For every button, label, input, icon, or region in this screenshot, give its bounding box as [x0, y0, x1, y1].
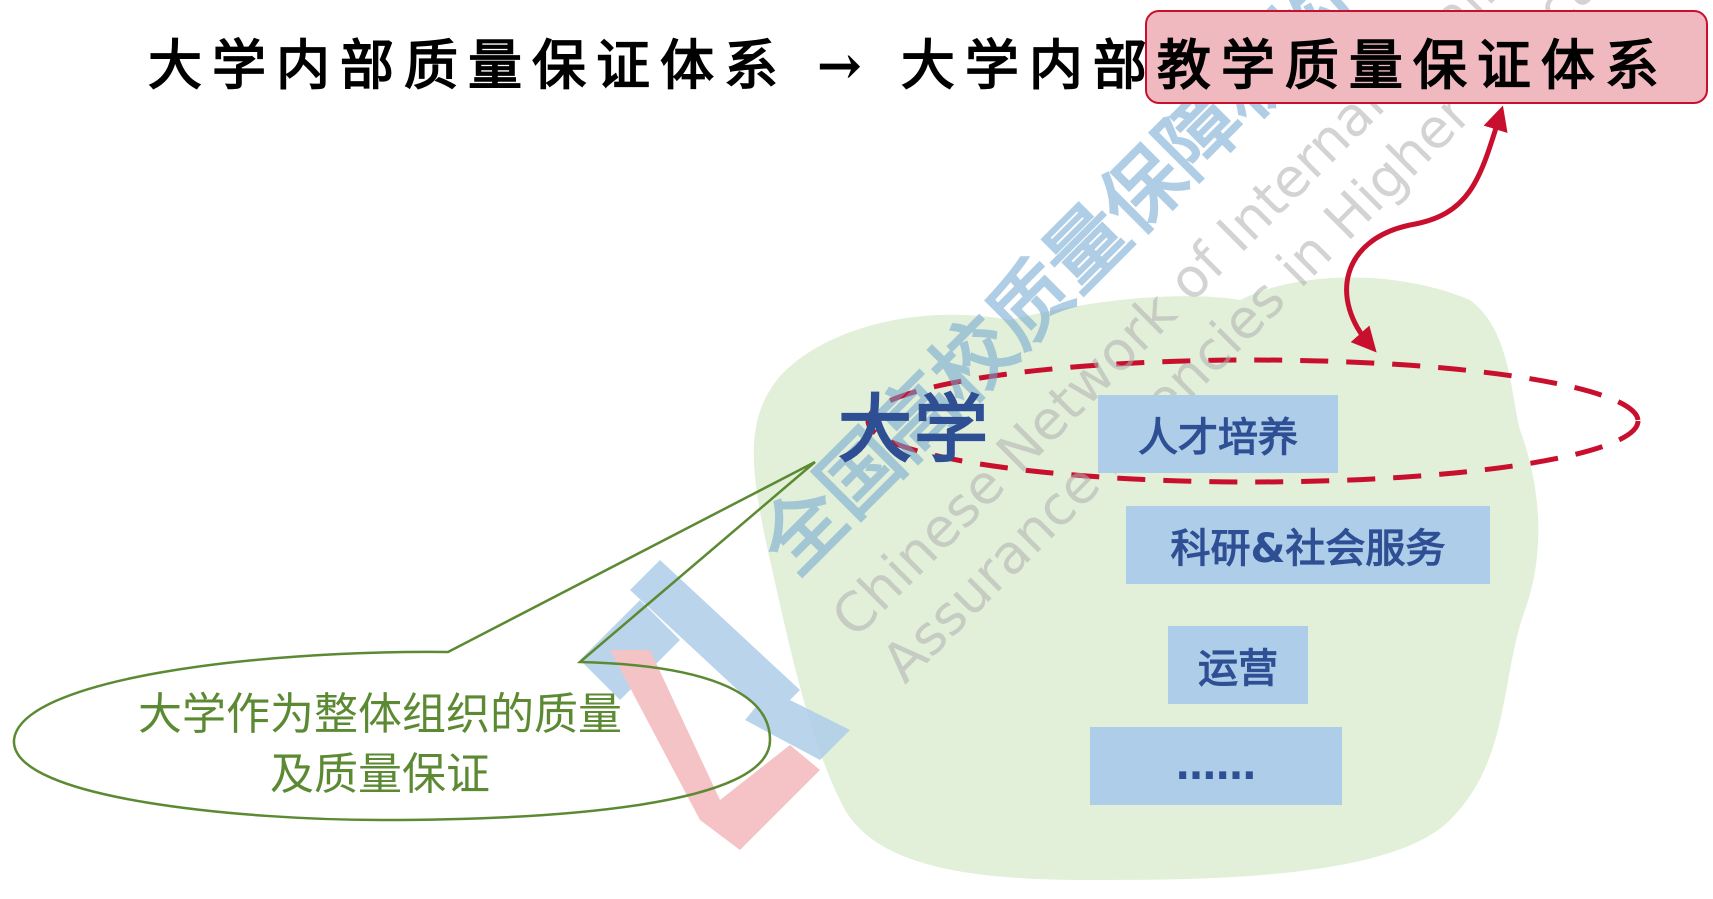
function-box-more: …… — [1090, 727, 1342, 805]
page-title: 大学内部质量保证体系 → 大学内部教学质量保证体系 — [148, 30, 1669, 100]
title-highlight: 教学质量保证体系 — [1156, 33, 1669, 97]
function-box-research-service: 科研&社会服务 — [1126, 506, 1490, 584]
university-label: 大学 — [838, 387, 990, 473]
link-arrow — [1344, 105, 1508, 353]
callout-bubble — [12, 460, 816, 822]
logo-watermark — [580, 560, 850, 850]
callout-line-2: 及质量保证 — [270, 749, 490, 800]
callout-line-1: 大学作为整体组织的质量 — [138, 689, 622, 740]
callout-text: 大学作为整体组织的质量 及质量保证 — [60, 685, 700, 805]
teaching-focus-ellipse — [865, 357, 1641, 485]
function-box-talent-cultivation: 人才培养 — [1098, 395, 1338, 473]
title-highlight-box — [1145, 10, 1708, 104]
title-prefix: 大学内部质量保证体系 → 大学内部 — [148, 33, 1157, 97]
function-box-operations: 运营 — [1168, 626, 1308, 704]
